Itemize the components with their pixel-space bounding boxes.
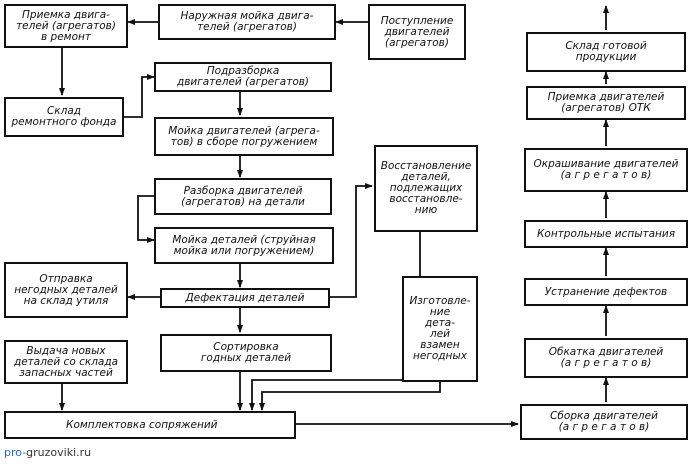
box-sortirovka: Сортировка годных деталей (160, 334, 332, 372)
box-razborka: Разборка двигателей (агрегатов) на детал… (154, 178, 332, 215)
box-postuplenie: Поступление двигателей (агрегатов) (368, 4, 466, 60)
box-izgotovlenie: Изготовле- ние дета- лей взамен негодных (402, 276, 478, 382)
box-naruzhnaya-moika: Наружная мойка двига- телей (агрегатов) (158, 4, 336, 40)
box-moika-detalei: Мойка деталей (струйная мойка или погруж… (154, 227, 334, 264)
box-sborka: Сборка двигателей (а г р е г а т о в) (520, 404, 688, 440)
box-priemka-otk: Приемка двигателей (агрегатов) ОТК (526, 86, 686, 120)
box-moika-dvigatelei: Мойка двигателей (агрега- тов) в сборе п… (154, 117, 334, 156)
box-podrazborka: Подразборка двигателей (агрегатов) (154, 62, 332, 92)
watermark-domain: gruzoviki.ru (26, 446, 92, 459)
box-ustranenie-defektov: Устранение дефектов (524, 278, 688, 306)
box-sklad-remontnogo-fonda: Склад ремонтного фонда (4, 97, 124, 137)
arrow-defektaciya-to-vosstanovlenie (330, 183, 373, 298)
arrow-sklad-to-podrazborka (124, 74, 155, 118)
watermark-prefix: pro- (4, 446, 27, 459)
box-komplektovka: Комплектовка сопряжений (4, 411, 296, 439)
box-kontrolnye-ispytaniya: Контрольные испытания (524, 220, 688, 248)
arrow-izgotovlenie-to-komplektovka (259, 382, 441, 411)
box-vydacha-novyh-detalei: Выдача новых деталей со склада запасных … (4, 340, 128, 384)
arrow-razborka-to-moika-detalei (137, 195, 155, 243)
box-vosstanovlenie: Восстановление деталей, подлежащих восст… (374, 145, 478, 232)
box-defektaciya: Дефектация деталей (160, 288, 330, 308)
box-sklad-gotovoi-produkcii: Склад готовой продукции (526, 32, 686, 72)
box-otpravka-utilya: Отправка негодных деталей на склад утиля (4, 262, 128, 318)
box-obkatka: Обкатка двигателей (а г р е г а т о в) (524, 338, 688, 378)
site-watermark: pro-gruzoviki.ru (4, 446, 91, 459)
box-priemka-remont: Приемка двига- телей (агрегатов) в ремон… (4, 4, 128, 48)
box-okrashivanie: Окрашивание двигателей (а г р е г а т о … (524, 148, 688, 192)
